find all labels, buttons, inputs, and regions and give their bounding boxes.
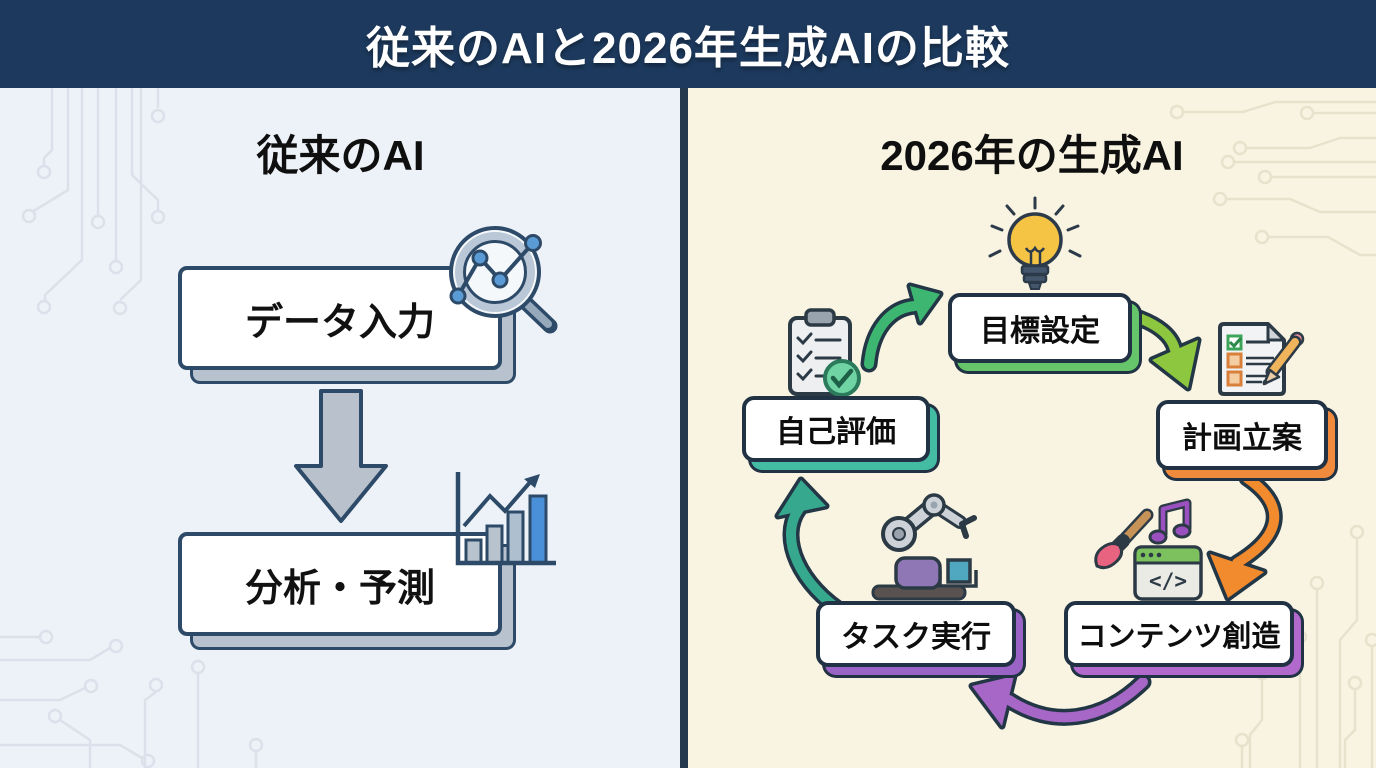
title-bar: 従来のAIと2026年生成AIの比較 [0,0,1376,88]
circuit-pattern-bottom-right [1234,524,1376,768]
flow-down-arrow [294,389,388,523]
flow-box-label: データ入力 [244,301,435,344]
cycle-node-planning: 計画立案 [1156,400,1328,470]
cycle-node-label: 計画立案 [1182,422,1302,455]
circuit-pattern-bottom-left [0,629,264,768]
cycle-node-label: コンテンツ創造 [1077,621,1281,653]
cycle-node-label: 目標設定 [980,315,1100,348]
flow-box-data-input: データ入力 [178,266,502,370]
left-panel-heading: 従来のAI [256,132,425,179]
robot-arm-icon [871,493,978,601]
lightbulb-icon [988,196,1082,290]
cycle-arrows [774,282,1283,730]
code-glyph: </> [1149,569,1187,593]
bar-chart-growth-icon [455,472,556,566]
circuit-pattern-top-right [1169,100,1376,257]
cycle-node-content-creation: コンテンツ創造 [1064,601,1294,667]
right-panel-heading: 2026年の生成AI [880,132,1184,179]
circuit-pattern-top-left [21,88,166,316]
generative-ai-panel: 2026年の生成AI [688,88,1376,768]
flow-box-analysis: 分析・予測 [178,532,502,636]
cycle-node-label: タスク実行 [841,621,991,654]
cycle-node-task-execution: タスク実行 [816,601,1016,667]
cycle-node-label: 自己評価 [776,416,896,449]
panel-divider [680,88,688,768]
traditional-ai-panel: 従来のAI データ入力 分析・予測 [0,88,681,768]
magnifier-scatter-icon [449,226,558,334]
page-title: 従来のAIと2026年生成AIの比較 [366,24,1010,73]
checklist-pencil-icon [1218,322,1305,396]
cycle-node-goal-setting: 目標設定 [948,293,1132,363]
clipboard-check-icon [788,308,861,397]
cycle-node-self-evaluation: 自己評価 [742,396,930,462]
flow-box-label: 分析・予測 [244,567,435,610]
creative-tools-icon: </> [1094,498,1203,601]
